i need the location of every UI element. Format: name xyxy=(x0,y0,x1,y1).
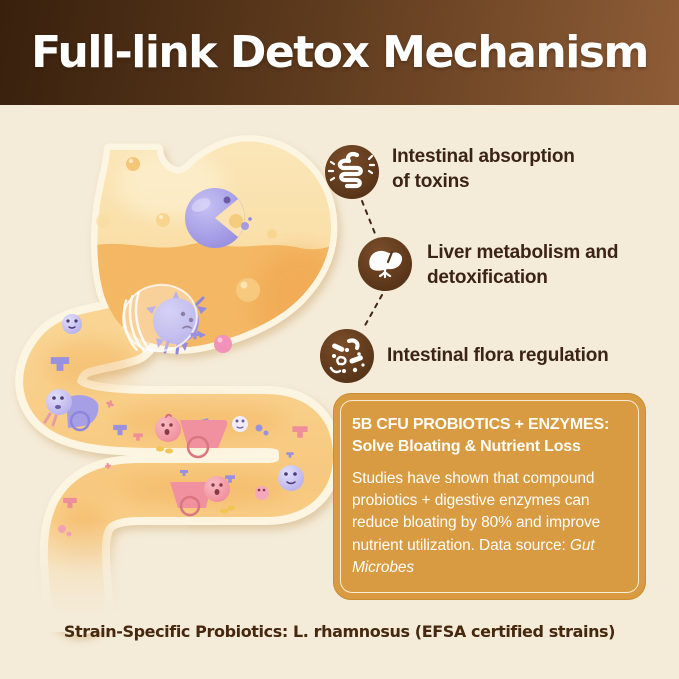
liver-icon xyxy=(358,237,412,291)
header-banner: Full-link Detox Mechanism xyxy=(0,0,679,105)
ball-character-left xyxy=(62,314,82,334)
stomach xyxy=(96,141,331,353)
dashed-connectors xyxy=(361,200,383,330)
claim-source: Gut Microbes xyxy=(352,536,595,577)
feature-label-liver-metabolism: Liver metabolism and detoxification xyxy=(427,242,619,289)
probiotic-cart-character-pink-1 xyxy=(155,413,228,459)
small-ball-characters xyxy=(232,416,304,500)
footer: Strain-Specific Probiotics: L. rhamnosus… xyxy=(0,622,679,642)
feature-label-flora-regulation: Intestinal flora regulation xyxy=(387,345,609,366)
stomach-bubbles xyxy=(96,157,277,353)
strain-caption: Strain-Specific Probiotics: L. rhamnosus… xyxy=(63,622,616,641)
claim-heading: 5B CFU PROBIOTICS + ENZYMES: Solve Bloat… xyxy=(352,416,610,456)
claim-body: Studies have shown that compound probiot… xyxy=(352,468,631,580)
intestine-icon xyxy=(325,145,379,199)
probiotic-cart-character-purple xyxy=(43,389,99,432)
pacman-character xyxy=(185,188,252,248)
flora-icon xyxy=(320,329,374,383)
glass-dome xyxy=(122,283,198,354)
toxin-pieces xyxy=(50,332,308,509)
feature-label-intestinal-absorption: Intestinal absorption of toxins xyxy=(392,146,575,193)
clinical-claim-box: 5B CFU PROBIOTICS + ENZYMES: Solve Bloat… xyxy=(333,393,646,600)
microbe-under-glass xyxy=(122,283,207,355)
tube-fade xyxy=(18,520,188,632)
feature-liver-metabolism: Liver metabolism and detoxification xyxy=(357,236,619,292)
claim-body-text: Studies have shown that compound probiot… xyxy=(352,469,601,554)
feature-flora-regulation: Intestinal flora regulation xyxy=(319,328,609,384)
page-title: Full-link Detox Mechanism xyxy=(31,27,649,78)
probiotic-cart-character-pink-2 xyxy=(170,476,235,517)
feature-intestinal-absorption: Intestinal absorption of toxins xyxy=(324,144,575,200)
